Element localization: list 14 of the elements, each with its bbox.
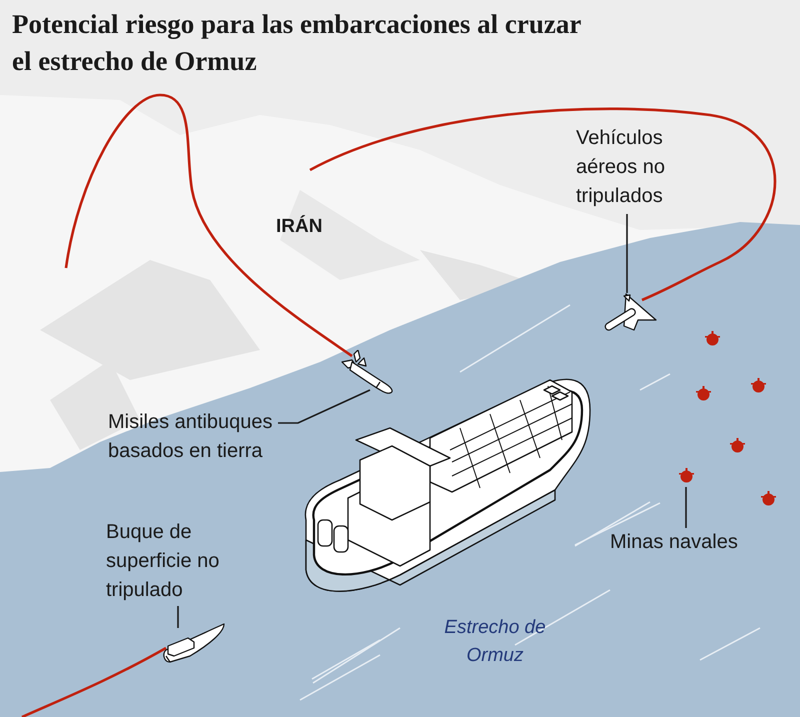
callout-label: Vehículos aéreos no tripulados bbox=[576, 124, 706, 211]
naval-mine-icon bbox=[678, 467, 695, 483]
leader-line bbox=[177, 606, 179, 628]
country-label: IRÁN bbox=[276, 214, 322, 239]
trajectory-line bbox=[309, 108, 776, 302]
callout-label: Misiles antibuques basados en tierra bbox=[108, 408, 276, 466]
trajectory-line bbox=[21, 646, 167, 717]
callout-label: Buque de superficie no tripulado bbox=[106, 518, 256, 605]
leader-line bbox=[278, 389, 370, 424]
strait-label: Estrecho de Ormuz bbox=[443, 616, 547, 668]
title: Potencial riesgo para las embarcaciones al cruzar el estrecho de Ormuz bbox=[12, 8, 582, 78]
callout-label: Minas navales bbox=[610, 528, 770, 557]
leader-line bbox=[626, 214, 628, 293]
leader-line bbox=[685, 487, 687, 528]
